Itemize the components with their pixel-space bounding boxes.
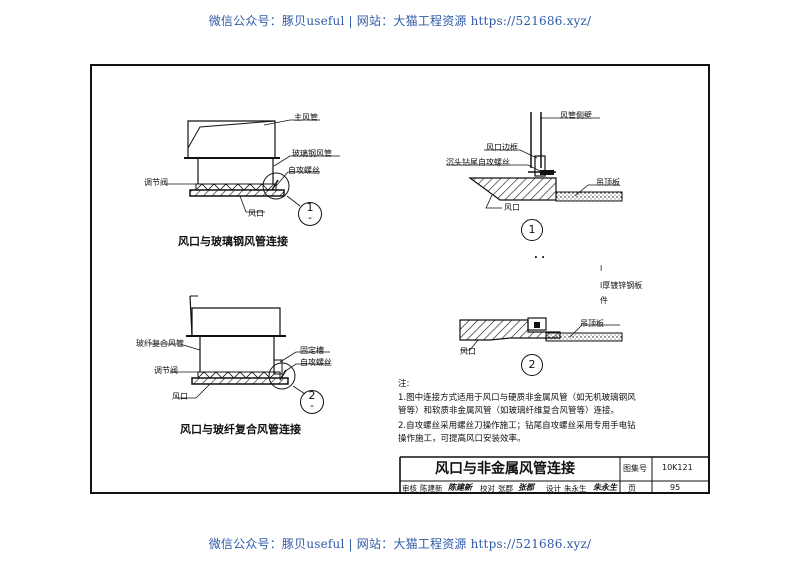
designer-signature: 朱永生 [593, 483, 617, 492]
atlas-number: 10K121 [662, 463, 693, 472]
page-label: 页 [628, 484, 636, 493]
check-label: 校对 [480, 484, 495, 493]
reviewer-signature: 陈建新 [448, 483, 472, 492]
label-outlet-3: 风口 [504, 203, 520, 212]
reviewer-name: 陈建新 [420, 484, 443, 493]
detail-number-1: 1 [521, 219, 543, 241]
ref-num: 2 [308, 389, 316, 402]
title-block: 风口与非金属风管连接 图集号 10K121 页 95 审核 陈建新 陈建新 校对… [400, 457, 709, 493]
dots-mark: . . [534, 250, 546, 261]
watermark-bottom: 微信公众号：豚贝useful | 网站：大猫工程资源 https://52168… [208, 537, 592, 551]
label-fixing-slot: 固定槽 [300, 346, 324, 355]
label-damper: 调节阀 [144, 178, 168, 187]
label-outlet-2: 风口 [172, 392, 188, 401]
label-outlet-border: 风口边框 [486, 143, 518, 152]
label-self-tapping-screw: 自攻螺丝 [288, 166, 320, 175]
ref-sub: - [308, 211, 312, 224]
label-outlet: 风口 [248, 209, 264, 218]
fig2-drawing [150, 295, 330, 399]
label-outlet-4: 风口 [460, 347, 476, 356]
label-ceiling-board: 吊顶板 [596, 178, 620, 187]
note-line-1: 1.图中连接方式适用于风口与硬质非金属风管（如无机玻璃钢风 [398, 393, 636, 403]
checker-name: 张郡 [498, 484, 513, 493]
watermark-top: 微信公众号：豚贝useful | 网站：大猫工程资源 https://52168… [208, 14, 592, 28]
detail-number-2: 2 [521, 354, 543, 376]
note-line-2: 管等）和软质非金属风管（如玻璃纤维复合风管等）连接。 [398, 406, 620, 416]
label-fragment-1: l [600, 264, 603, 273]
checker-signature: 张郡 [518, 483, 534, 492]
fig2-caption: 风口与玻纤复合风管连接 [180, 423, 301, 436]
fig1-drawing [166, 119, 340, 213]
label-main-duct: 主风管 [294, 113, 318, 122]
detail2-drawing [459, 317, 623, 351]
ref-sub: - [310, 399, 314, 412]
label-galvanized-plate: l厚镀锌钢板 [600, 281, 643, 290]
note-line-4: 操作施工，可提高风口安装效率。 [398, 434, 526, 444]
label-fragment-3: 件 [600, 296, 608, 305]
label-ceiling-board-2: 吊顶板 [580, 319, 604, 328]
detail-ref-circle-2: 2- [300, 390, 324, 414]
drawing-title: 风口与非金属风管连接 [435, 461, 575, 477]
note-line-3: 2.自攻螺丝采用螺丝刀操作施工；钻尾自攻螺丝采用专用手电钻 [398, 421, 636, 431]
label-self-tapping-screw-2: 自攻螺丝 [300, 358, 332, 367]
review-label: 审核 [402, 484, 417, 493]
label-countersunk-screw: 沉头钻尾自攻螺丝 [446, 158, 510, 167]
title-block-lines [399, 456, 709, 493]
designer-name: 朱永生 [564, 484, 587, 493]
design-label: 设计 [546, 484, 561, 493]
notes-title: 注: [398, 379, 410, 389]
label-damper-2: 调节阀 [154, 366, 178, 375]
atlas-label: 图集号 [623, 464, 647, 473]
detail1-drawing [446, 112, 623, 209]
label-duct-side-wall: 风管侧壁 [560, 111, 592, 120]
label-composite-duct: 玻纤复合风管 [136, 339, 184, 348]
detail-ref-circle-1: 1- [298, 202, 322, 226]
page-number: 95 [670, 483, 681, 492]
fig1-caption: 风口与玻璃钢风管连接 [178, 235, 288, 248]
label-frp-duct: 玻璃钢风管 [292, 149, 332, 158]
ref-num: 1 [306, 201, 314, 214]
